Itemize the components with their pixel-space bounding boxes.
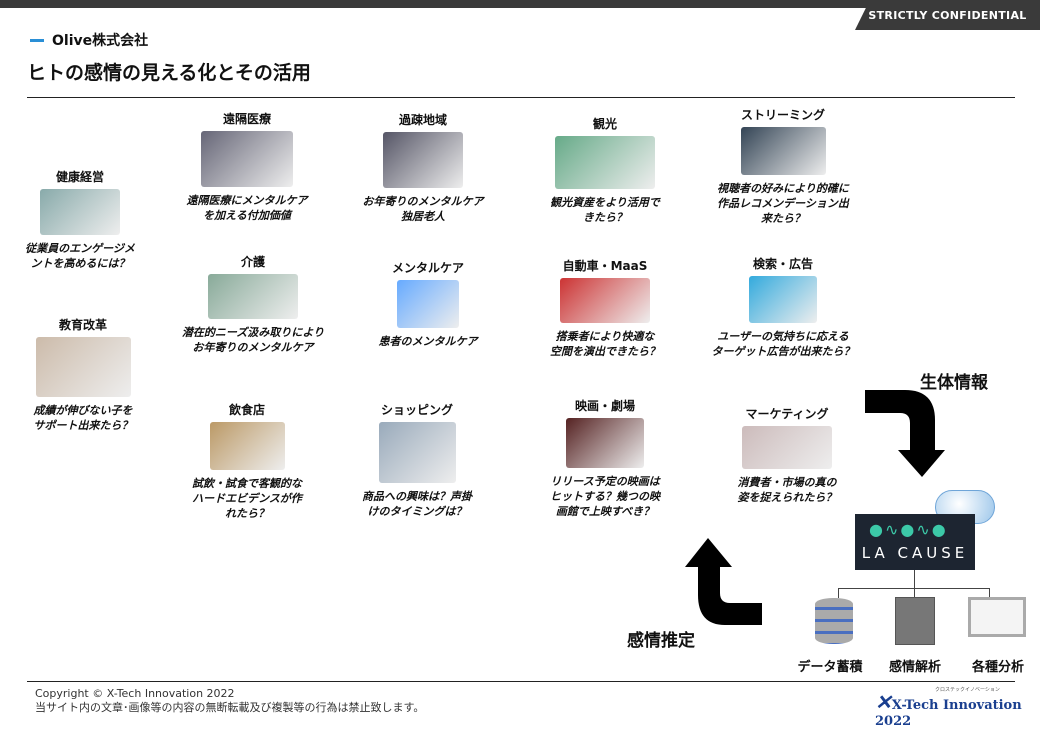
use-case-item: 教育改革成績が伸びない子を サポート出来たら？ — [0, 316, 173, 433]
arrow-down-icon — [865, 390, 945, 477]
use-case-title: 健康経営 — [55, 170, 104, 184]
use-case-item: メンタルケア患者のメンタルケア — [338, 259, 518, 349]
logo-kana: クロステックイノベーション — [935, 687, 1000, 693]
x-mark-icon: ✕ — [875, 690, 892, 714]
use-case-item: 観光観光資産をより活用で きたら？ — [515, 115, 695, 225]
analytics-monitor-icon — [968, 597, 1026, 637]
use-case-item: 映画・劇場リリース予定の映画は ヒットする？幾つの映 画館で上映すべき？ — [515, 397, 695, 519]
use-case-item: ショッピング商品への興味は？声掛 けのタイミングは？ — [327, 401, 507, 519]
brand-name: LA CAUSE — [861, 544, 969, 562]
use-case-title: 介護 — [240, 255, 265, 269]
footer-divider — [27, 681, 1015, 682]
use-case-title: マーケティング — [745, 407, 829, 421]
use-case-item: ストリーミング視聴者の好みにより的確に 作品レコメンデーション出 来たら？ — [693, 106, 873, 226]
use-case-image — [397, 280, 459, 328]
use-case-title: ショッピング — [380, 403, 453, 417]
use-case-caption: 遠隔医療にメンタルケア を加える付加価値 — [186, 194, 308, 222]
use-case-item: 健康経営従業員のエンゲージメ ントを高めるには？ — [0, 168, 170, 271]
wave-icon: ●∿●∿● — [869, 520, 948, 539]
use-case-caption: 潜在的ニーズ汲み取りにより お年寄りのメンタルケア — [181, 326, 325, 354]
use-case-item: 自動車・MaaS 搭乗者により快適な 空間を演出できたら？ — [515, 257, 695, 359]
copyright: Copyright © X-Tech Innovation 2022 — [35, 687, 235, 700]
divider — [27, 97, 1015, 98]
use-case-image — [383, 132, 463, 188]
output-data-storage: データ蓄積 — [797, 660, 863, 675]
biometric-label: 生体情報 — [920, 373, 988, 393]
use-case-title: メンタルケア — [391, 261, 464, 275]
arrow-up-icon — [685, 538, 762, 625]
use-case-caption: 観光資産をより活用で きたら？ — [550, 196, 660, 224]
use-case-image — [555, 136, 655, 189]
use-case-caption: 患者のメンタルケア — [378, 335, 478, 348]
use-case-caption: 消費者・市場の真の 姿を捉えられたら？ — [737, 476, 837, 504]
xtech-logo: クロステックイノベーション ✕X-Tech Innovation 2022 — [875, 687, 1040, 729]
use-case-caption: 視聴者の好みにより的確に 作品レコメンデーション出 来たら？ — [717, 182, 849, 225]
lacause-logo: ●∿●∿● LA CAUSE — [855, 514, 975, 570]
logo-text: X-Tech Innovation 2022 — [875, 698, 1022, 729]
output-emotion-analysis: 感情解析 — [888, 660, 941, 675]
use-case-title: 過疎地域 — [398, 113, 447, 127]
use-case-caption: リリース予定の映画は ヒットする？幾つの映 画館で上映すべき？ — [550, 475, 660, 518]
use-case-item: 飲食店試飲・試食で客観的な ハードエビデンスが作 れたら？ — [157, 401, 337, 521]
use-case-caption: 成績が伸びない子を サポート出来たら？ — [33, 404, 133, 432]
use-case-title: 検索・広告 — [752, 257, 813, 271]
use-case-title: 飲食店 — [228, 403, 265, 417]
use-case-image — [209, 422, 285, 470]
database-icon — [815, 598, 853, 644]
use-case-image — [560, 278, 650, 323]
notice: 当サイト内の文章･画像等の内容の無断転載及び複製等の行為は禁止致します。 — [35, 701, 425, 714]
connector — [914, 588, 915, 598]
use-case-item: マーケティング消費者・市場の真の 姿を捉えられたら？ — [697, 405, 877, 505]
page-title: ヒトの感情の見える化とその活用 — [27, 62, 311, 84]
use-case-image — [40, 189, 120, 235]
use-case-image — [208, 274, 298, 319]
use-case-image — [742, 426, 832, 469]
emotion-estimation-label: 感情推定 — [627, 631, 695, 651]
use-case-caption: 試飲・試食で客観的な ハードエビデンスが作 れたら？ — [192, 477, 302, 520]
use-case-title: 遠隔医療 — [222, 112, 271, 126]
use-case-caption: 商品への興味は？声掛 けのタイミングは？ — [362, 490, 472, 518]
use-case-caption: ユーザーの気持ちに応える ターゲット広告が出来たら？ — [711, 330, 855, 358]
use-case-title: 教育改革 — [58, 318, 107, 332]
use-case-item: 検索・広告ユーザーの気持ちに応える ターゲット広告が出来たら？ — [693, 255, 873, 359]
use-case-title: 自動車・MaaS — [562, 259, 648, 273]
confidential-badge: STRICTLY CONFIDENTIAL — [855, 0, 1040, 30]
use-case-caption: 搭乗者により快適な 空間を演出できたら？ — [550, 330, 660, 358]
use-case-title: 映画・劇場 — [574, 399, 635, 413]
use-case-image — [740, 127, 826, 175]
top-bar — [0, 0, 1040, 8]
company-label: Olive株式会社 — [30, 30, 148, 50]
use-case-caption: お年寄りのメンタルケア 独居老人 — [362, 195, 484, 223]
accent-dash — [30, 38, 44, 42]
output-various-analysis: 各種分析 — [971, 660, 1024, 675]
use-case-image — [201, 131, 293, 187]
use-case-item: 介護潜在的ニーズ汲み取りにより お年寄りのメンタルケア — [163, 253, 343, 355]
emotion-chart-icon — [895, 597, 935, 645]
company-name: Olive株式会社 — [52, 33, 149, 49]
use-case-image — [35, 337, 131, 397]
use-case-title: 観光 — [592, 117, 617, 131]
use-case-caption: 従業員のエンゲージメ ントを高めるには？ — [25, 242, 135, 270]
connector — [914, 570, 915, 588]
use-case-image — [566, 418, 644, 468]
use-case-image — [378, 422, 456, 483]
use-case-image — [749, 276, 817, 323]
use-case-item: 遠隔医療遠隔医療にメンタルケア を加える付加価値 — [157, 110, 337, 223]
use-case-item: 過疎地域お年寄りのメンタルケア 独居老人 — [333, 111, 513, 224]
use-case-title: ストリーミング — [740, 108, 825, 122]
